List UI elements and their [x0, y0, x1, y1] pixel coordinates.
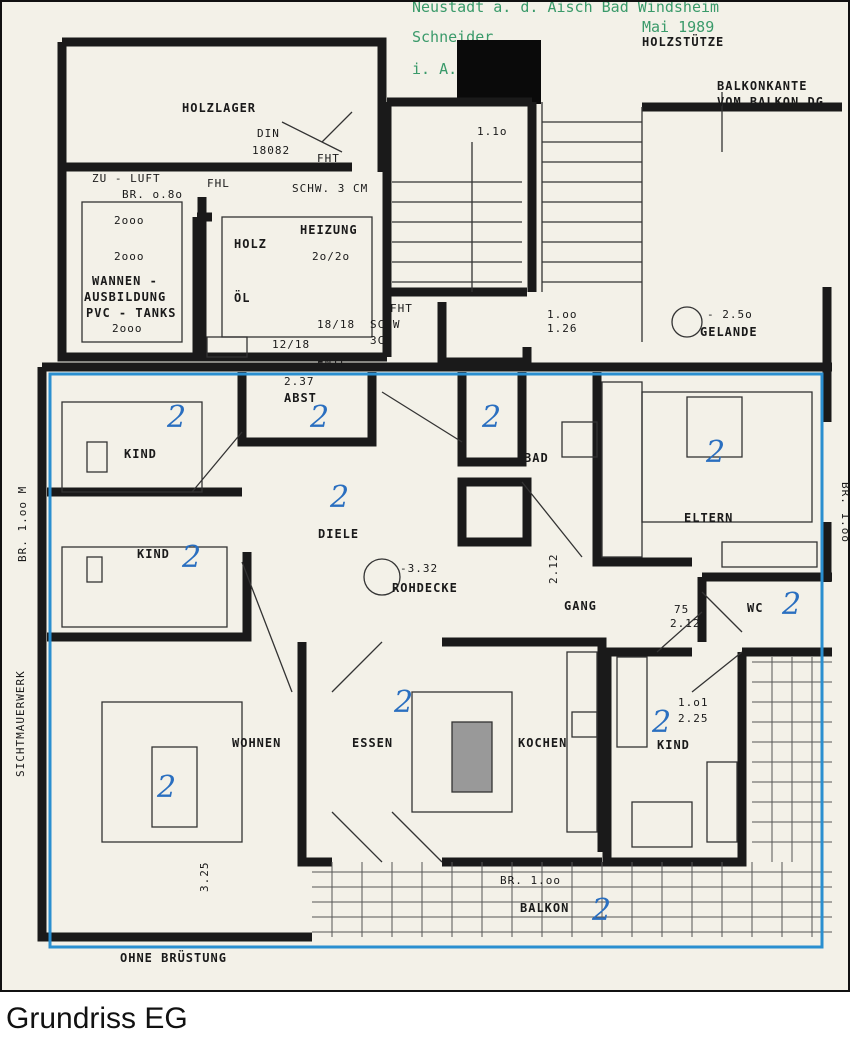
svg-text:PVC - TANKS: PVC - TANKS: [86, 306, 176, 320]
svg-text:BR. 1.oo: BR. 1.oo: [839, 482, 848, 543]
svg-text:BALKON: BALKON: [520, 901, 569, 915]
svg-text:2.25: 2.25: [678, 712, 709, 725]
svg-text:BAD: BAD: [524, 451, 549, 465]
svg-text:2o/2o: 2o/2o: [312, 250, 350, 263]
svg-text:1.oo: 1.oo: [547, 308, 578, 321]
storage-details: [81, 111, 373, 358]
plan-caption: Grundriss EG: [6, 1002, 188, 1035]
balcony-terrace: [312, 657, 832, 937]
svg-text:HOLZ: HOLZ: [234, 237, 267, 251]
svg-text:BR. 1.oo: BR. 1.oo: [500, 874, 561, 887]
svg-text:VOM BALKON DG.: VOM BALKON DG.: [717, 95, 832, 109]
svg-text:GANG: GANG: [564, 599, 597, 613]
svg-text:12/18: 12/18: [272, 338, 310, 351]
svg-text:2: 2: [705, 435, 725, 470]
svg-text:2: 2: [309, 400, 329, 435]
svg-text:Neustadt a. d. Aisch Bad Winds: Neustadt a. d. Aisch Bad Windsheim: [412, 2, 719, 16]
svg-text:2ooo: 2ooo: [114, 214, 145, 227]
svg-text:SCHW. 3 CM: SCHW. 3 CM: [292, 182, 368, 195]
svg-text:75: 75: [674, 603, 689, 616]
svg-text:-3.32: -3.32: [400, 562, 438, 575]
svg-text:2: 2: [181, 540, 201, 575]
svg-text:3.25: 3.25: [198, 862, 211, 893]
svg-text:SICHTMAUERWERK: SICHTMAUERWERK: [14, 670, 27, 777]
svg-text:2: 2: [166, 400, 186, 435]
blue-boundary-outline: [48, 372, 824, 949]
svg-text:- 2.5o: - 2.5o: [707, 308, 753, 321]
svg-text:FHT: FHT: [390, 302, 413, 315]
svg-text:ÖL: ÖL: [234, 290, 250, 305]
svg-text:DIELE: DIELE: [318, 527, 359, 541]
svg-text:2: 2: [781, 587, 801, 622]
floor-plan-drawing: Neustadt a. d. Aisch Bad Windsheim Schne…: [2, 2, 848, 990]
room-labels: HOLZLAGER DIN 18082 ZU - LUFT BR. o.8o F…: [14, 34, 848, 965]
svg-text:2: 2: [329, 480, 349, 515]
svg-text:KIND: KIND: [124, 447, 157, 461]
svg-text:WANNEN -: WANNEN -: [92, 274, 158, 288]
svg-text:18082: 18082: [252, 144, 290, 157]
svg-text:18/18: 18/18: [317, 318, 355, 331]
svg-text:AUSBILDUNG: AUSBILDUNG: [84, 290, 166, 304]
redaction-block: [457, 40, 541, 104]
svg-text:ELTERN: ELTERN: [684, 511, 733, 525]
svg-text:BR. 1.oo M: BR. 1.oo M: [16, 486, 29, 562]
svg-text:FHL: FHL: [207, 177, 230, 190]
svg-text:2: 2: [481, 400, 501, 435]
svg-text:2ooo: 2ooo: [112, 322, 143, 335]
upper-walls: [57, 37, 842, 367]
svg-text:2ooo: 2ooo: [114, 250, 145, 263]
svg-text:2: 2: [393, 685, 413, 720]
svg-text:ZU - LUFT: ZU - LUFT: [92, 172, 161, 185]
svg-text:1.26: 1.26: [547, 322, 578, 335]
door-swings: [191, 391, 743, 863]
svg-text:2: 2: [156, 770, 176, 805]
furniture: [61, 306, 818, 848]
svg-text:KOCHEN: KOCHEN: [518, 736, 567, 750]
svg-text:Mai 1989: Mai 1989: [642, 18, 714, 36]
handwritten-marks: 2 2 2 2 2 2 2 2 2 2 2 2: [156, 400, 801, 928]
svg-text:KIND: KIND: [137, 547, 170, 561]
svg-text:ENTL: ENTL: [317, 356, 348, 369]
svg-text:FHT: FHT: [317, 152, 340, 165]
svg-text:HOLZLAGER: HOLZLAGER: [182, 101, 256, 115]
svg-text:ABST: ABST: [284, 391, 317, 405]
svg-text:DIN: DIN: [257, 127, 280, 140]
svg-text:ESSEN: ESSEN: [352, 736, 393, 750]
svg-text:OHNE BRÜSTUNG: OHNE BRÜSTUNG: [120, 950, 227, 965]
svg-text:1.o1: 1.o1: [678, 696, 709, 709]
staircase: [392, 102, 642, 292]
svg-text:WC: WC: [747, 601, 763, 615]
svg-text:2.12: 2.12: [547, 554, 560, 585]
svg-text:HEIZUNG: HEIZUNG: [300, 223, 358, 237]
svg-text:2: 2: [591, 893, 611, 928]
svg-text:3CM: 3CM: [370, 334, 393, 347]
svg-text:SCHW: SCHW: [370, 318, 401, 331]
floor-plan-frame: Neustadt a. d. Aisch Bad Windsheim Schne…: [0, 0, 850, 992]
svg-text:BALKONKANTE: BALKONKANTE: [717, 79, 807, 93]
svg-text:GELANDE: GELANDE: [700, 325, 758, 339]
svg-text:2: 2: [651, 705, 671, 740]
svg-text:ROHDECKE: ROHDECKE: [392, 581, 458, 595]
svg-text:2.12: 2.12: [670, 617, 701, 630]
svg-text:KIND: KIND: [657, 738, 690, 752]
svg-text:WOHNEN: WOHNEN: [232, 736, 281, 750]
svg-text:HOLZSTÜTZE: HOLZSTÜTZE: [642, 34, 724, 49]
svg-text:2.37: 2.37: [284, 375, 315, 388]
svg-text:i. A.: i. A.: [412, 60, 457, 78]
svg-text:BR. o.8o: BR. o.8o: [122, 188, 183, 201]
svg-text:1.1o: 1.1o: [477, 125, 508, 138]
